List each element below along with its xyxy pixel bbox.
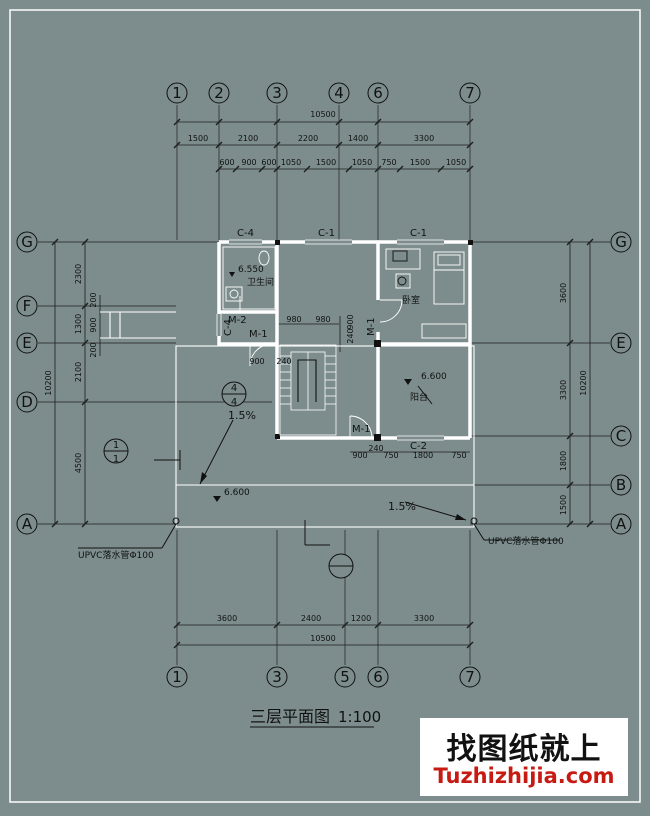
dim-vert-900: 900 (346, 314, 355, 329)
dim-top-1050a: 1050 (281, 158, 301, 167)
elevation-balcony: 6.600 (421, 372, 447, 382)
axis-bottom-1: 1 (172, 668, 182, 686)
dim-lower-900a: 900 (249, 357, 264, 366)
axis-right-C: C (616, 427, 626, 445)
detail-4-sheet: 4 (231, 397, 237, 408)
pipe-label-right: UPVC落水管Φ100 (488, 535, 564, 547)
dim-top-total: 10500 (310, 110, 335, 119)
dim-top-900: 900 (241, 158, 256, 167)
axis-top-7: 7 (465, 84, 475, 102)
window-c4-side: C-4 (223, 319, 234, 336)
detail-1-num: 1 (113, 440, 119, 451)
dim-top-3300: 3300 (414, 134, 434, 143)
axis-left-A: A (22, 515, 33, 533)
dim-top-1500b: 1500 (316, 158, 336, 167)
dim-right-3600: 3600 (559, 283, 568, 303)
dim-lower-750b: 750 (451, 451, 466, 460)
dim-bottom-2400: 2400 (301, 614, 321, 623)
axis-bottom-6: 6 (373, 668, 383, 686)
dim-bottom-total: 10500 (310, 634, 335, 643)
detail-1-sheet: 1 (113, 454, 119, 465)
axis-bottom-5: 5 (340, 668, 350, 686)
axis-bottom-3: 3 (272, 668, 282, 686)
dim-left-1300: 1300 (74, 314, 83, 334)
dim-top-1500c: 1500 (410, 158, 430, 167)
elevation-terrace: 6.600 (224, 488, 250, 498)
dim-bottom-3600: 3600 (217, 614, 237, 623)
dim-right-3300: 3300 (559, 380, 568, 400)
detail-4-num: 4 (231, 383, 237, 394)
drawing-scale: 1:100 (338, 708, 381, 726)
axis-bottom-7: 7 (465, 668, 475, 686)
door-m2: M-2 (228, 315, 247, 326)
axis-top-1: 1 (172, 84, 182, 102)
slope-left: 1.5% (228, 409, 256, 422)
axis-right-A: A (616, 515, 627, 533)
dim-top-2100: 2100 (238, 134, 258, 143)
axis-left-E: E (22, 334, 31, 352)
window-c1-right: C-1 (410, 228, 427, 239)
watermark-cn: 找图纸就上 (446, 732, 602, 767)
axis-top-3: 3 (272, 84, 282, 102)
dim-bottom-1200: 1200 (351, 614, 371, 623)
dim-vert-240a: 240 (346, 328, 355, 343)
dim-lower-1800: 1800 (413, 451, 433, 460)
dim-left-4500: 4500 (74, 453, 83, 473)
axis-top-4: 4 (334, 84, 344, 102)
dim-lower-240: 240 (368, 444, 383, 453)
axis-top-2: 2 (214, 84, 224, 102)
dim-right-1500: 1500 (559, 495, 568, 515)
dim-top-1500: 1500 (188, 134, 208, 143)
window-c1-mid: C-1 (318, 228, 335, 239)
site-watermark: 找图纸就上 Tuzhizhijia.com (420, 718, 628, 796)
dim-lower-750a: 750 (383, 451, 398, 460)
dim-stair-980b: 980 (315, 315, 330, 324)
window-c2: C-2 (410, 441, 427, 452)
elevation-bath: 6.550 (238, 265, 264, 275)
dim-top-600b: 600 (261, 158, 276, 167)
drawing-title: 三层平面图 (250, 707, 330, 726)
watermark-en: Tuzhizhijia.com (433, 764, 615, 788)
dim-left-total: 10200 (44, 370, 53, 395)
dim-lower-900: 900 (352, 451, 367, 460)
door-m1-low: M-1 (352, 424, 371, 435)
dim-top-1400: 1400 (348, 134, 368, 143)
axis-right-G: G (615, 233, 627, 251)
dim-top-750: 750 (381, 158, 396, 167)
axis-left-D: D (21, 393, 33, 411)
axis-left-F: F (23, 297, 32, 315)
dim-top-2200: 2200 (298, 134, 318, 143)
room-balcony: 阳台 (410, 391, 428, 403)
axis-right-E: E (616, 334, 625, 352)
slope-right: 1.5% (388, 500, 416, 513)
dim-top-600a: 600 (219, 158, 234, 167)
dim-bottom-3300: 3300 (414, 614, 434, 623)
pipe-label-left: UPVC落水管Φ100 (78, 549, 154, 561)
dim-right-1800: 1800 (559, 451, 568, 471)
dim-left-2100: 2100 (74, 362, 83, 382)
window-c4-top: C-4 (237, 228, 254, 239)
dim-left-200b: 200 (89, 342, 98, 357)
dim-left-200a: 200 (89, 292, 98, 307)
door-m1-bed: M-1 (366, 317, 377, 336)
dim-stair-980a: 980 (286, 315, 301, 324)
axis-left-G: G (21, 233, 33, 251)
room-bathroom: 卫生间 (247, 276, 274, 288)
dim-lower-240a: 240 (276, 357, 291, 366)
dim-left-900: 900 (89, 317, 98, 332)
dim-top-1050c: 1050 (446, 158, 466, 167)
axis-right-B: B (616, 476, 626, 494)
dim-left-2300: 2300 (74, 264, 83, 284)
dim-top-1050b: 1050 (352, 158, 372, 167)
dim-right-total: 10200 (579, 370, 588, 395)
room-bedroom: 卧室 (402, 294, 420, 306)
door-m1-left: M-1 (249, 329, 268, 340)
axis-top-6: 6 (373, 84, 383, 102)
